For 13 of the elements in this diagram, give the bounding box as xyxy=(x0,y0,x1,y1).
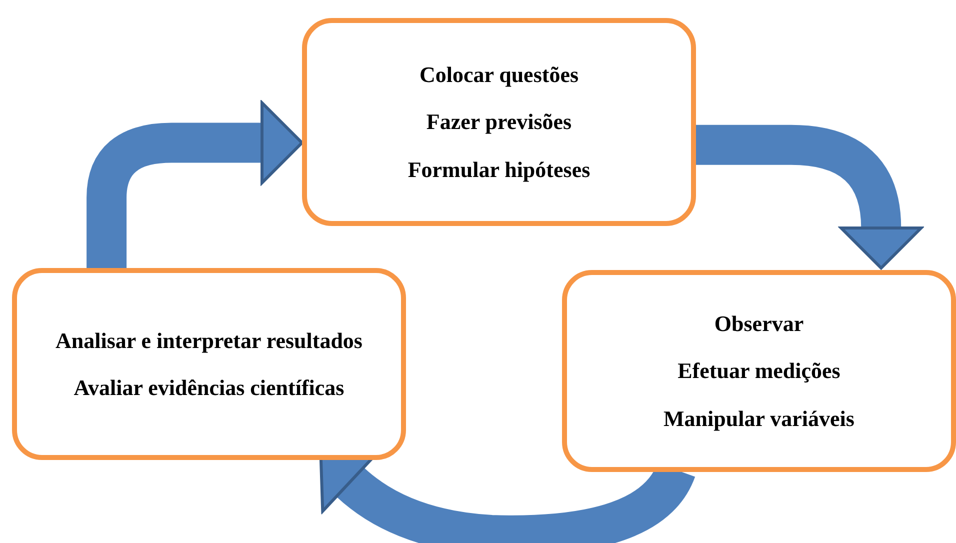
curved-arrow xyxy=(696,124,923,270)
process-box xyxy=(562,270,956,472)
box-text: Observar xyxy=(714,311,804,336)
box-text: Analisar e interpretar resultados xyxy=(56,328,362,353)
box-text: Avaliar evidências científicas xyxy=(74,375,344,400)
box-text: Fazer previsões xyxy=(426,109,572,135)
box-text: Colocar questões xyxy=(419,62,579,88)
process-box xyxy=(12,268,406,460)
process-box xyxy=(302,18,696,226)
box-text: Efetuar medições xyxy=(678,358,840,384)
box-text: Manipular variáveis xyxy=(664,406,854,431)
curved-arrow xyxy=(86,101,304,268)
box-text: Formular hipóteses xyxy=(408,156,590,182)
